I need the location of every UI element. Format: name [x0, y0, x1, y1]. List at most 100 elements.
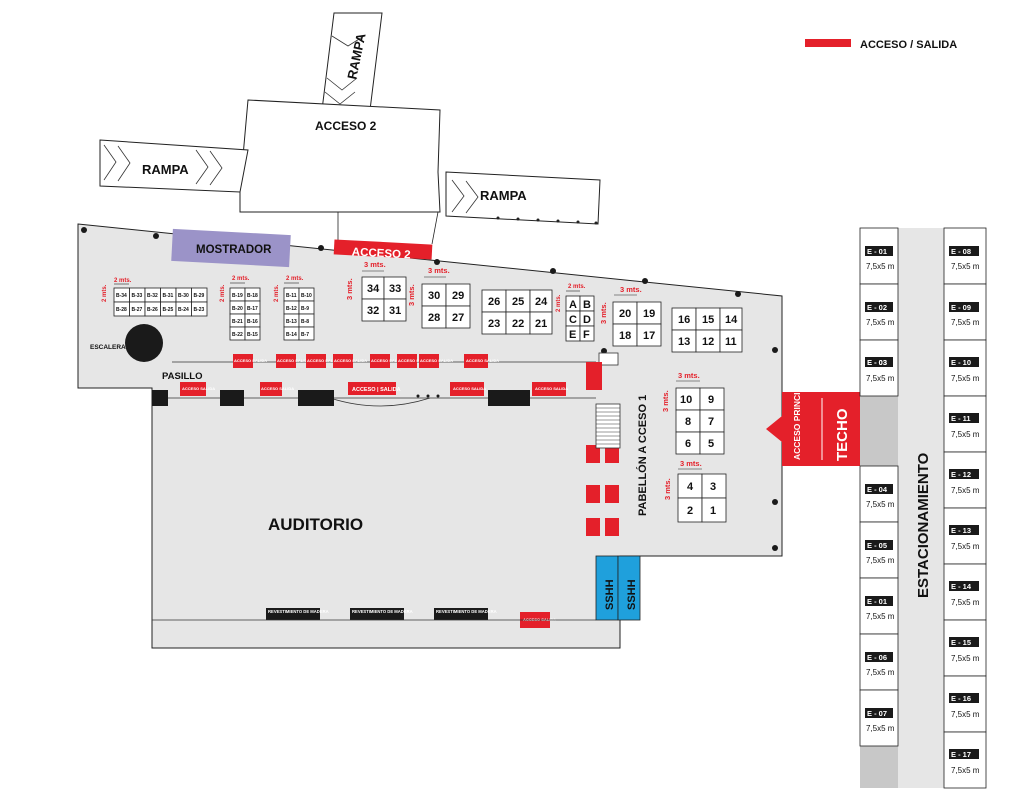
map-label: 24	[535, 296, 548, 308]
map-shape	[865, 596, 893, 606]
map-shape	[605, 485, 619, 503]
map-label: 12	[702, 336, 714, 348]
b-booth-row-bottom: B-28 B-27 B-26 B-25 B-24 B-23	[113, 301, 208, 317]
map-shape	[772, 347, 778, 353]
dim-g2-side: 3 mts.	[407, 284, 416, 306]
upper-building	[239, 99, 441, 213]
parking-spot: E - 11 7,5x5 m	[943, 395, 987, 453]
map-label: E - 13	[951, 526, 971, 535]
map-label: 7,5x5 m	[866, 724, 895, 733]
column-dots	[81, 227, 778, 551]
map-shape	[949, 637, 979, 647]
map-label: REVESTIMIENTO DE MADERA	[436, 609, 497, 614]
map-group	[596, 407, 620, 445]
map-label: E - 12	[951, 470, 971, 479]
dim-col-ab-top: 2 mts.	[232, 276, 250, 282]
map-label: 7,5x5 m	[951, 710, 980, 719]
map-shape	[586, 362, 602, 390]
map-label: 7,5x5 m	[951, 598, 980, 607]
map-label: 15	[702, 314, 714, 326]
parking-right-column: E - 08 7,5x5 m E - 09 7,5x5 m E - 10 7,5…	[943, 227, 987, 789]
map-shape	[416, 394, 420, 398]
map-label: E - 03	[867, 358, 887, 367]
map-shape	[594, 221, 598, 225]
b-booth-row-top: B-34 B-33 B-32 B-31 B-30 B-29	[113, 287, 208, 303]
map-shape	[496, 216, 500, 220]
map-shape	[445, 171, 601, 225]
map-shape	[397, 354, 417, 368]
dim-g4-top: 2 mts.	[568, 284, 586, 290]
map-label: 33	[389, 283, 401, 295]
map-shape	[949, 749, 979, 759]
map-shape	[859, 339, 899, 397]
map-shape	[943, 339, 987, 397]
ramp-top: RAMPA	[321, 12, 383, 111]
map-shape	[529, 311, 553, 335]
map-shape	[550, 268, 556, 274]
map-label: B-11	[286, 293, 297, 299]
map-shape	[772, 545, 778, 551]
map-shape	[329, 397, 431, 407]
map-shape	[949, 693, 979, 703]
map-label: B-8	[301, 319, 309, 325]
escalera-label: ESCALERA	[90, 344, 126, 351]
map-shape	[370, 354, 390, 368]
map-label: 2	[687, 505, 693, 517]
estacionamiento-label: ESTACIONAMIENTO	[915, 452, 932, 598]
map-label: ACCESO SALIDA	[420, 358, 453, 363]
acceso-salida-long-label: ACCESO | SALIDA	[352, 387, 401, 393]
map-label: 7,5x5 m	[951, 318, 980, 327]
map-shape	[719, 329, 743, 353]
map-label: B-7	[301, 332, 309, 338]
map-label: B-32	[147, 293, 158, 299]
map-shape	[152, 390, 168, 406]
map-shape	[324, 91, 356, 105]
acceso-principal-label: ACCESO PRINCIPAL	[792, 376, 802, 460]
map-label: 7,5x5 m	[951, 374, 980, 383]
map-label: REVESTIMIENTO DE MADERA	[268, 609, 329, 614]
map-shape	[434, 608, 488, 620]
parking-spot: E - 01 7,5x5 m	[859, 227, 899, 285]
parking-spot: E - 08 7,5x5 m	[943, 227, 987, 285]
map-shape	[451, 179, 465, 213]
stand-group-7: 10 9 8 7 6 5	[675, 387, 725, 455]
map-label: D	[583, 314, 591, 326]
map-shape	[943, 675, 987, 733]
map-label: B-17	[247, 306, 258, 312]
map-label: 7	[708, 416, 714, 428]
map-shape	[579, 325, 595, 342]
map-label: ACCESO SALIDA	[277, 358, 310, 363]
map-label: 7,5x5 m	[866, 556, 895, 565]
map-label: 8	[685, 416, 691, 428]
map-shape	[450, 382, 484, 396]
sshh-2	[617, 555, 641, 621]
map-shape	[601, 348, 607, 354]
map-label: B	[583, 299, 591, 311]
map-shape	[81, 227, 87, 233]
map-label: E	[569, 329, 576, 341]
map-label: E - 01	[867, 247, 887, 256]
map-shape	[276, 354, 296, 368]
map-label: 25	[512, 296, 524, 308]
map-label: 31	[389, 305, 401, 317]
map-label: 32	[367, 305, 379, 317]
map-label: B-34	[116, 293, 127, 299]
map-label: B-33	[132, 293, 143, 299]
map-shape	[772, 499, 778, 505]
map-shape	[865, 246, 893, 256]
map-shape	[516, 217, 520, 221]
sshh-label-2: SSHH	[626, 579, 638, 610]
map-label: 10	[680, 394, 692, 406]
legend-label: ACCESO / SALIDA	[860, 39, 957, 51]
b-booth-col-d: B-10 B-9 B-8 B-7	[298, 287, 315, 341]
map-label: 20	[619, 308, 631, 320]
map-shape	[636, 323, 662, 347]
map-label: 7,5x5 m	[866, 318, 895, 327]
map-label: 7,5x5 m	[866, 612, 895, 621]
escalera-circle	[125, 324, 163, 362]
map-shape	[532, 382, 566, 396]
dim-col-cd-side: 2 mts.	[274, 284, 280, 302]
map-shape	[576, 220, 580, 224]
map-group	[496, 216, 598, 225]
dim-col-ab-side: 2 mts.	[220, 284, 226, 302]
